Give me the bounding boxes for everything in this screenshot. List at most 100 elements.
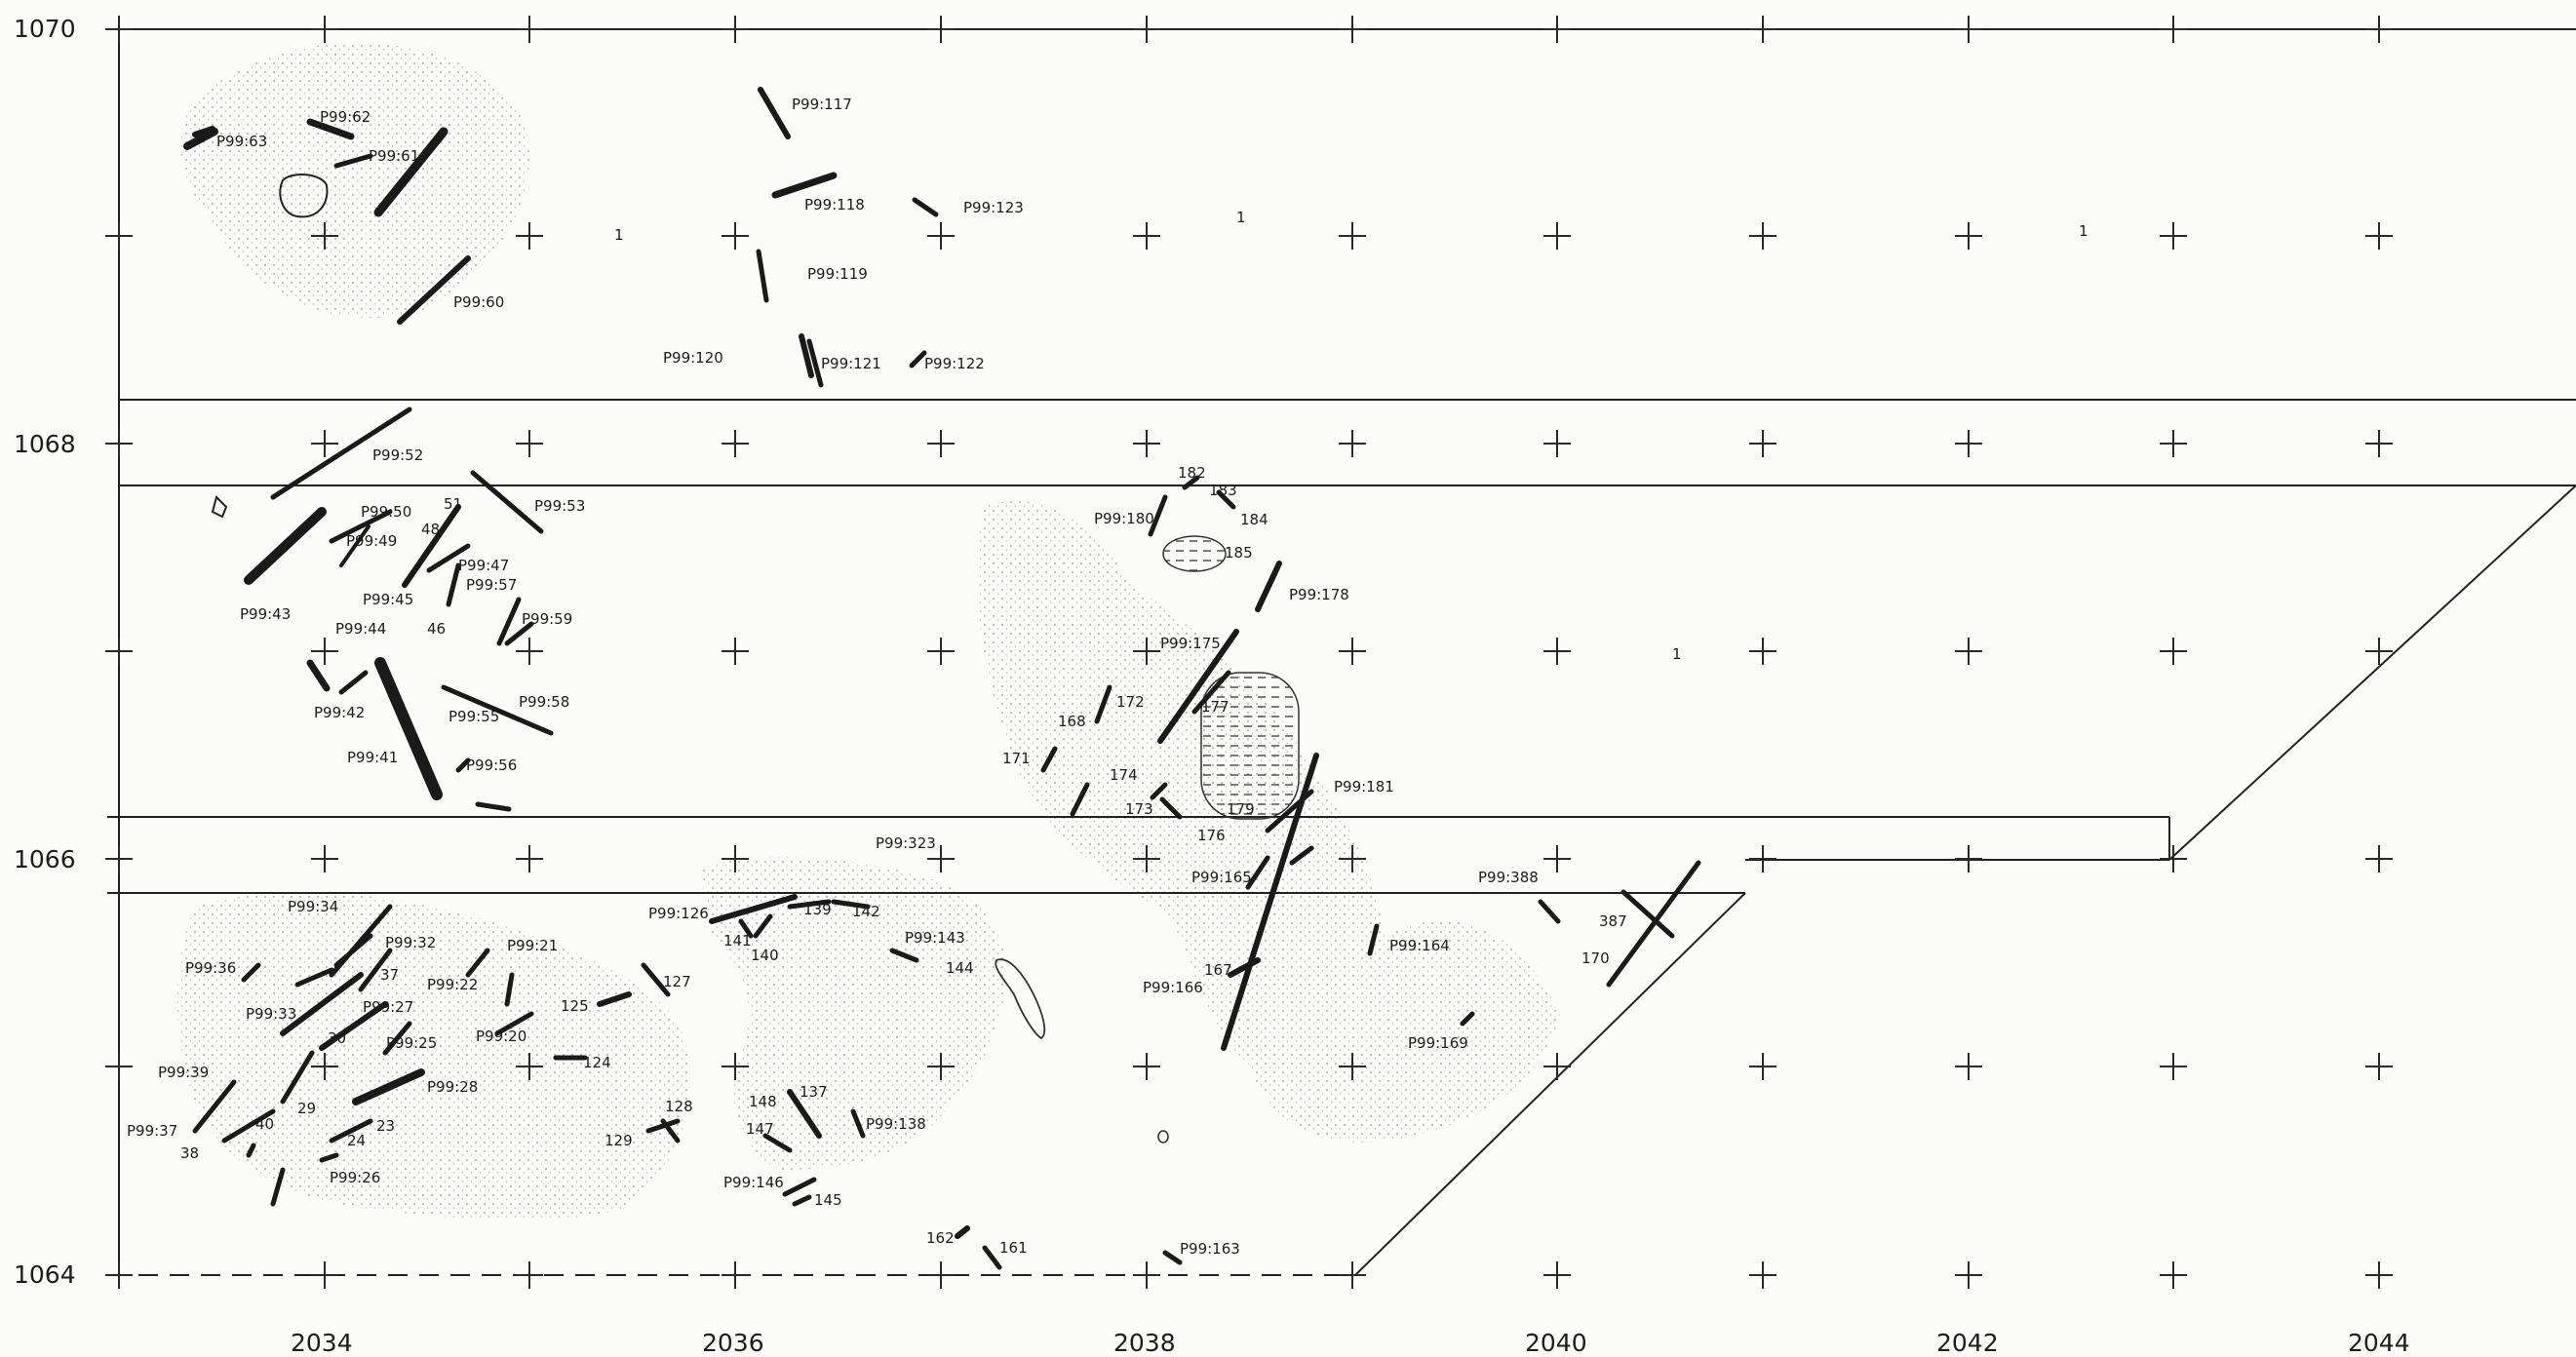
grid-crosses xyxy=(105,16,2393,1289)
wood-fragment xyxy=(912,197,939,217)
find-label: 29 xyxy=(297,1100,316,1117)
find-label: P99:22 xyxy=(427,976,478,993)
y-axis-label: 1066 xyxy=(14,845,76,873)
y-axis-label: 1070 xyxy=(14,15,76,43)
wood-fragment xyxy=(382,1021,412,1056)
wood-fragment xyxy=(1221,753,1319,1051)
find-label: P99:165 xyxy=(1191,869,1252,886)
outline-feature xyxy=(279,174,329,218)
wood-fragment xyxy=(1538,899,1561,924)
wood-fragment xyxy=(1150,782,1168,800)
wood-fragment xyxy=(1191,670,1231,715)
wood-fragment xyxy=(352,1068,425,1105)
stipple-layer xyxy=(176,42,1560,1221)
find-label: 147 xyxy=(746,1120,774,1138)
deposit-area xyxy=(179,42,529,319)
wood-fragment xyxy=(771,172,838,199)
wood-fragment xyxy=(465,948,490,978)
outline-feature xyxy=(1157,1130,1169,1144)
find-label: 139 xyxy=(803,901,832,918)
x-axis-label: 2034 xyxy=(291,1329,353,1357)
wood-fragment xyxy=(597,991,632,1007)
wood-fragment xyxy=(792,1194,812,1207)
grid-mark: 1 xyxy=(1672,645,1682,663)
find-label: P99:123 xyxy=(963,199,1024,216)
wood-fragment xyxy=(831,899,871,910)
wood-fragment xyxy=(1070,782,1090,817)
find-label: 125 xyxy=(561,997,589,1015)
wood-fragment xyxy=(358,948,393,992)
grid-mark: 1 xyxy=(614,226,624,244)
find-label: 51 xyxy=(444,495,462,513)
find-label: P99:62 xyxy=(320,108,371,126)
wood-fragment xyxy=(799,333,814,378)
wood-fragment xyxy=(889,948,919,963)
find-label: P99:32 xyxy=(385,934,436,951)
find-label: P99:126 xyxy=(648,905,709,922)
wood-fragment xyxy=(402,504,461,588)
wood-fragment xyxy=(645,1118,681,1134)
wood-fragment xyxy=(319,1001,388,1051)
wood-fragment xyxy=(470,470,544,534)
wood-fragment xyxy=(1148,494,1168,537)
find-label: P99:122 xyxy=(924,355,985,372)
wood-fragment xyxy=(306,659,331,692)
find-label: 177 xyxy=(1201,698,1229,716)
wood-fragment xyxy=(270,407,412,500)
find-label: P99:44 xyxy=(335,620,386,638)
grid-mark: 1 xyxy=(1236,209,1246,226)
wood-fragment xyxy=(280,1050,315,1105)
find-label: P99:39 xyxy=(158,1064,209,1081)
wood-fragment xyxy=(426,543,471,573)
find-label: P99:28 xyxy=(427,1078,478,1096)
find-label: 145 xyxy=(814,1191,842,1209)
y-axis: 1070 1068 1066 1064 xyxy=(14,15,76,1289)
find-label: P99:118 xyxy=(804,196,865,213)
wood-fragment xyxy=(660,1118,681,1144)
find-label: 182 xyxy=(1178,464,1206,482)
wood-fragment xyxy=(758,87,791,139)
find-label: P99:323 xyxy=(876,834,936,852)
y-axis-label: 1064 xyxy=(14,1260,76,1289)
find-label: 128 xyxy=(665,1098,693,1115)
wood-fragment xyxy=(494,1011,534,1036)
find-label: 173 xyxy=(1125,800,1153,818)
wood-fragment xyxy=(397,255,471,325)
wood-fragment xyxy=(221,1108,276,1144)
wood-fragment xyxy=(246,1143,256,1158)
wood-fragment xyxy=(441,684,554,736)
wood-fragment xyxy=(504,621,534,646)
wood-fragment xyxy=(850,1108,866,1139)
find-label: P99:143 xyxy=(905,929,965,947)
wood-fragment xyxy=(333,153,373,169)
x-axis-label: 2038 xyxy=(1113,1329,1176,1357)
wood-fragment xyxy=(244,507,327,585)
grid-mark: 1 xyxy=(2079,222,2088,240)
wood-fragment xyxy=(1162,1250,1183,1265)
x-axis: 2034 2036 2038 2040 2042 2044 xyxy=(291,1329,2410,1357)
wood-fragment xyxy=(183,128,218,150)
wood-fragment xyxy=(787,1089,822,1139)
grid-marks: 1 1 1 1 xyxy=(614,209,2088,663)
find-label: 162 xyxy=(926,1229,955,1247)
find-label: 141 xyxy=(723,932,752,950)
wood-fragment xyxy=(1460,1011,1475,1027)
find-label: P99:34 xyxy=(288,898,338,915)
find-label: P99:26 xyxy=(330,1169,380,1186)
find-label: P99:166 xyxy=(1143,979,1203,996)
find-label: P99:119 xyxy=(807,265,868,283)
deposit-area xyxy=(176,892,690,1221)
wood-fragment xyxy=(374,657,443,800)
hatched-feature xyxy=(1162,535,1227,572)
wood-fragment xyxy=(1367,923,1380,956)
wood-fragment xyxy=(192,126,215,137)
find-label: P99:117 xyxy=(792,96,852,113)
find-label: P99:43 xyxy=(240,605,291,623)
wood-fragment xyxy=(455,757,471,773)
find-label: 387 xyxy=(1599,912,1627,930)
wood-fragment xyxy=(446,562,461,607)
find-label: 168 xyxy=(1058,713,1086,730)
wood-fragment xyxy=(1255,561,1282,612)
wood-fragment xyxy=(319,1152,339,1163)
find-label: P99:55 xyxy=(449,708,499,725)
